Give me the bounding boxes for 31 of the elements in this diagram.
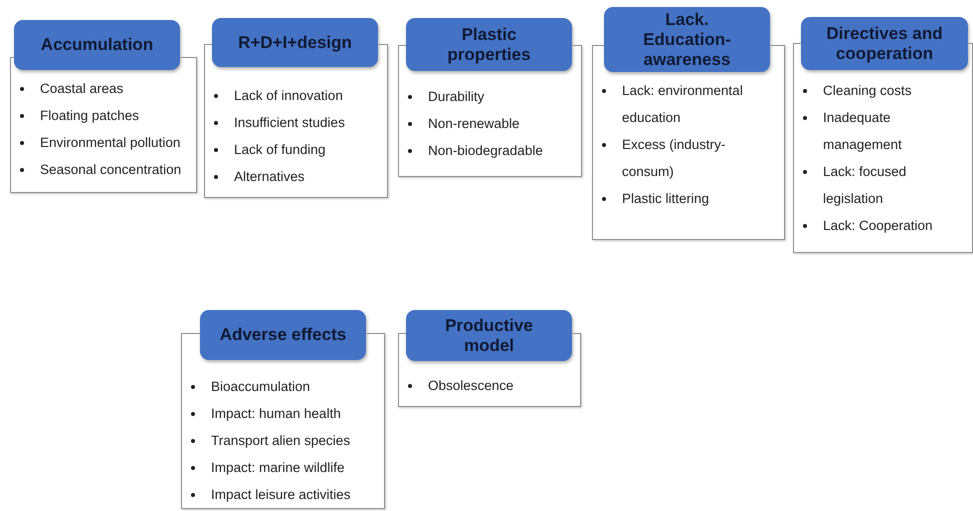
heading-tab: Productive model xyxy=(406,310,572,361)
bullet-item: Coastal areas xyxy=(18,75,205,102)
bullet-item: Lack: environmental education xyxy=(600,77,762,131)
bullet-item: Bioaccumulation xyxy=(189,373,391,400)
heading-tab: Adverse effects xyxy=(200,310,366,360)
bullet-item: Alternatives xyxy=(212,163,394,190)
bullet-item: Seasonal concentration xyxy=(18,156,205,183)
bullet-item: Lack: focused legislation xyxy=(801,158,953,212)
heading-tab: Accumulation xyxy=(14,20,180,70)
bullet-item: Transport alien species xyxy=(189,427,391,454)
bullet-item: Impact leisure activities xyxy=(189,481,391,508)
bullet-item: Plastic littering xyxy=(600,185,762,212)
bullet-item: Non-renewable xyxy=(406,110,588,137)
bullet-item: Lack of innovation xyxy=(212,82,394,109)
bullet-item: Environmental pollution xyxy=(18,129,205,156)
heading-tab: Directives and cooperation xyxy=(801,17,968,70)
bullet-item: Obsolescence xyxy=(406,372,588,399)
bullet-item: Impact: human health xyxy=(189,400,391,427)
heading-tab: R+D+I+design xyxy=(212,18,378,67)
bullet-item: Non-biodegradable xyxy=(406,137,588,164)
bullet-item: Impact: marine wildlife xyxy=(189,454,391,481)
bullet-item: Floating patches xyxy=(18,102,205,129)
heading-tab: Lack. Education-awareness xyxy=(604,7,770,72)
heading-tab: Plastic properties xyxy=(406,18,572,71)
bullet-item: Insufficient studies xyxy=(212,109,394,136)
bullet-item: Excess (industry-consum) xyxy=(600,131,762,185)
bullet-item: Cleaning costs xyxy=(801,77,953,104)
bullet-item: Lack of funding xyxy=(212,136,394,163)
bullet-item: Durability xyxy=(406,83,588,110)
bullet-item: Lack: Cooperation xyxy=(801,212,953,239)
bullet-item: Inadequate management xyxy=(801,104,953,158)
